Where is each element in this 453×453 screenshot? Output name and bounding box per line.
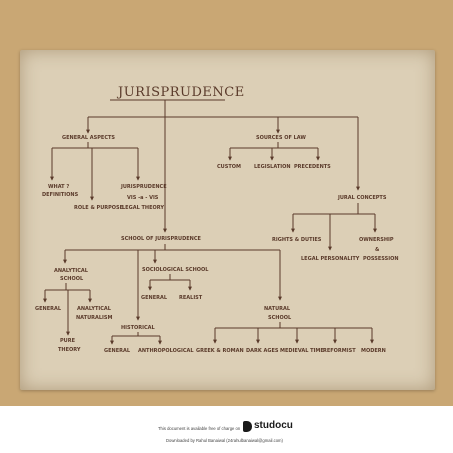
node-possession: POSSESSION [363,256,399,262]
node-reformist: REFORMIST [323,348,356,354]
node-definitions: DEFINITIONS [42,192,79,198]
footer-download-info: Downloaded by Rahul Banaiwal (24rahulban… [166,438,283,443]
studocu-logo-text: studocu [254,420,293,431]
node-natural: NATURAL [264,306,291,312]
node-medieval-time: MEDIEVAL TIME [280,348,324,354]
node-rights-duties: RIGHTS & DUTIES [272,237,322,243]
node-custom: CUSTOM [217,164,241,170]
node-legal-personality: LEGAL PERSONALITY [301,256,360,262]
node-dark-ages: DARK AGES [246,348,279,354]
node-school-of-jurisprudence: SCHOOL OF JURISPRUDENCE [121,236,202,242]
studocu-mark-icon [243,421,252,432]
node-analytical-general: GENERAL [35,306,62,312]
node-analytical-naturalism-2: NATURALISM [76,315,113,321]
jurisprudence-tree-diagram: JURISPRUDENCE GENERAL ASPECTS SOURCES OF… [35,85,399,354]
node-role-purpose: ROLE & PURPOSE [74,205,124,211]
node-vis-a-vis: VIS -a - VIS [127,195,159,201]
node-jural-concepts: JURAL CONCEPTS [337,195,387,201]
node-general-aspects: GENERAL ASPECTS [62,135,115,141]
node-historical-general: GENERAL [104,348,131,354]
diagram-title: JURISPRUDENCE [116,85,245,100]
node-sources-of-law: SOURCES OF LAW [256,135,306,141]
node-legislation: LEGISLATION [254,164,291,170]
node-legal-theory: LEGAL THEORY [122,205,164,211]
node-jurisprudence-vs: JURISPRUDENCE [120,184,167,190]
node-natural-school: SCHOOL [268,315,292,321]
node-pure-theory: THEORY [58,347,81,353]
node-pure: PURE [60,338,76,344]
node-analytical-naturalism-1: ANALYTICAL [77,306,112,312]
node-modern: MODERN [361,348,386,354]
parchment-sheet [20,50,435,390]
node-sociological-general: GENERAL [141,295,168,301]
studocu-logo[interactable]: studocu [243,420,303,434]
node-ownership-amp: & [375,247,380,253]
node-what: WHAT ? [48,184,69,190]
node-precedents: PRECEDENTS [294,164,331,170]
node-ownership: OWNERSHIP [359,237,394,243]
node-anthropological: ANTHROPOLOGICAL [138,348,194,354]
node-analytical-school: SCHOOL [60,276,84,282]
node-greek-roman: GREEK & ROMAN [196,348,244,354]
node-sociological-school: SOCIOLOGICAL SCHOOL [142,267,209,273]
node-historical: HISTORICAL [121,325,156,331]
footer-availability-note: This document is available free of charg… [158,426,241,431]
node-analytical: ANALYTICAL [54,268,89,274]
node-realist: REALIST [179,295,203,301]
